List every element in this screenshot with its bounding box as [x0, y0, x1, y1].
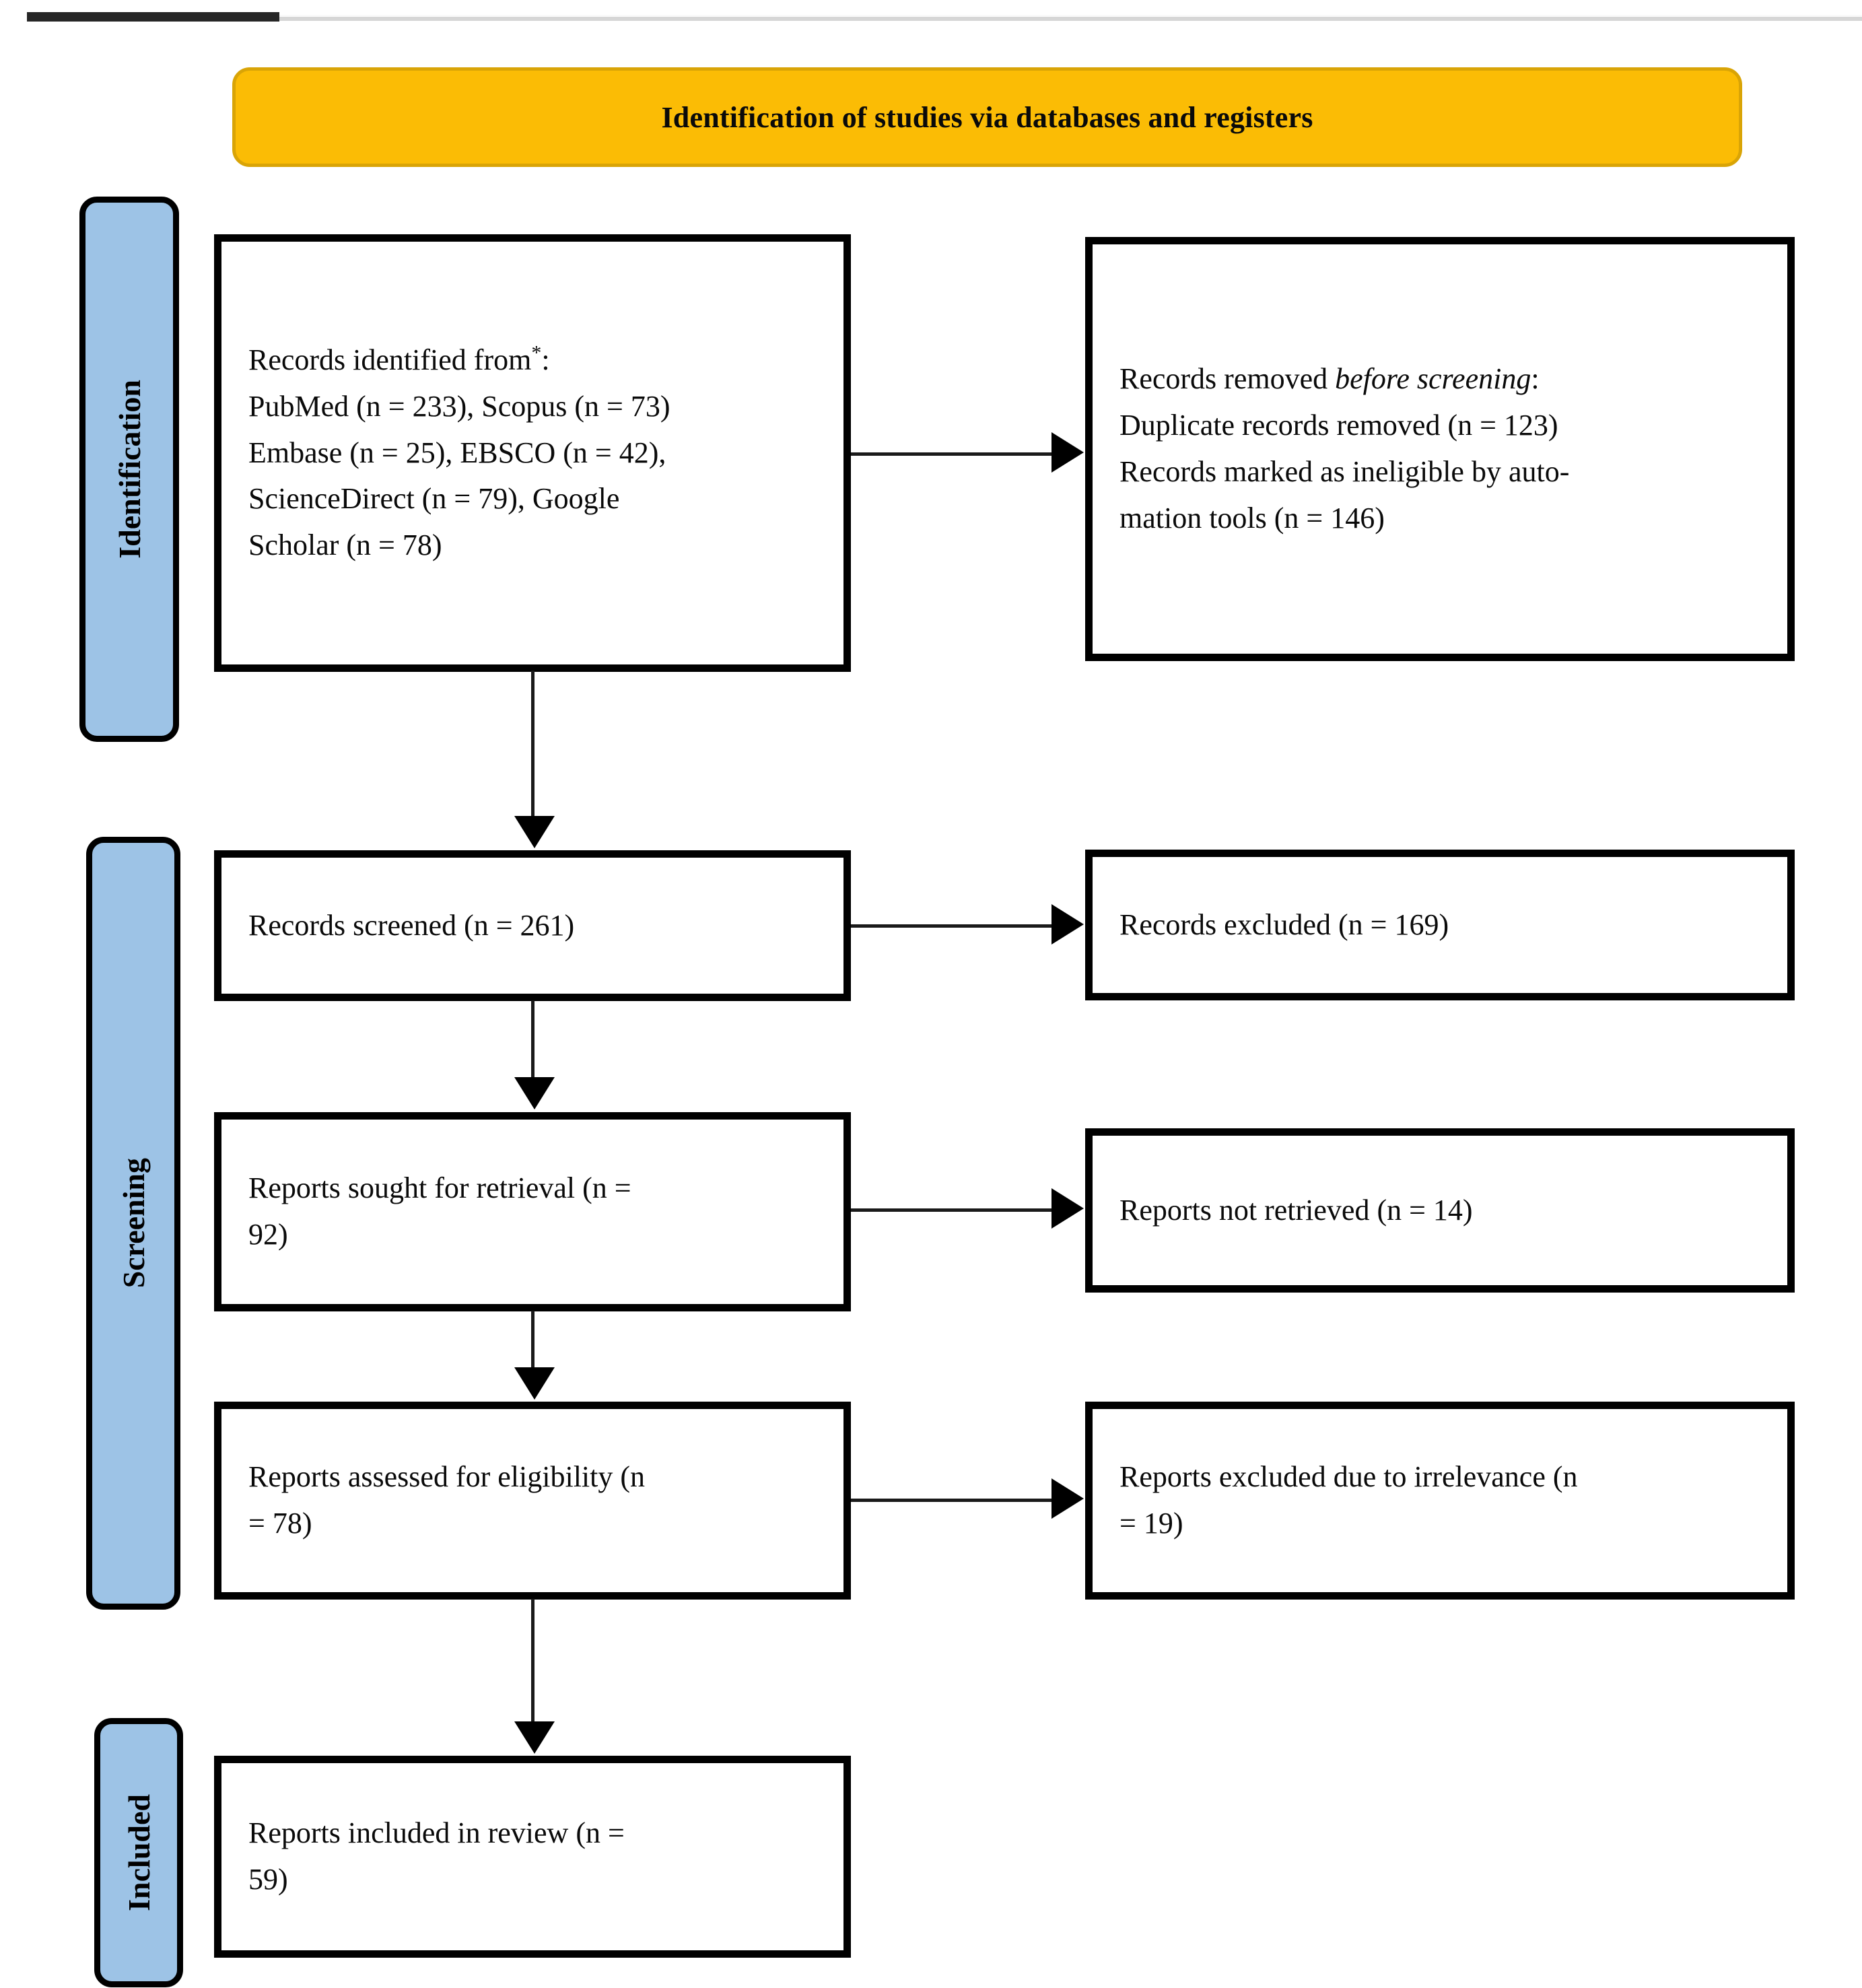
- connector-identified-to-screened: [531, 671, 535, 819]
- connector-sought-to-not-retrieved: [851, 1208, 1053, 1212]
- arrow-right-icon: [1051, 904, 1084, 945]
- records-identified-line-3: Embase (n = 25), EBSCO (n = 42),: [248, 436, 666, 469]
- records-removed-line-3: Records marked as ineligible by auto-: [1119, 455, 1570, 488]
- reports-included-line-2: 59): [248, 1863, 288, 1896]
- arrow-down-icon: [514, 1367, 555, 1400]
- reports-not-retrieved-line-1: Reports not retrieved (n = 14): [1119, 1193, 1473, 1227]
- box-reports-sought: Reports sought for retrieval (n = 92): [214, 1112, 851, 1311]
- connector-assessed-to-irrelevance: [851, 1499, 1053, 1502]
- records-identified-line-2: PubMed (n = 233), Scopus (n = 73): [248, 389, 670, 423]
- records-screened-line-1: Records screened (n = 261): [248, 908, 575, 942]
- arrow-down-icon: [514, 816, 555, 848]
- box-reports-excluded-irrelevance: Reports excluded due to irrelevance (n =…: [1085, 1402, 1795, 1600]
- box-records-excluded: Records excluded (n = 169): [1085, 850, 1795, 1000]
- header-rule-light: [27, 15, 1862, 21]
- records-removed-line-2: Duplicate records removed (n = 123): [1119, 409, 1558, 442]
- records-excluded-line-1: Records excluded (n = 169): [1119, 907, 1449, 941]
- reports-irrelevance-line-1: Reports excluded due to irrelevance (n: [1119, 1460, 1578, 1494]
- box-records-identified: Records identified from*: PubMed (n = 23…: [214, 234, 851, 672]
- identification-banner: Identification of studies via databases …: [232, 67, 1742, 167]
- footnote-asterisk: *: [531, 341, 542, 364]
- arrow-right-icon: [1051, 1188, 1084, 1229]
- arrow-down-icon: [514, 1721, 555, 1754]
- stage-bar-screening: Screening: [86, 837, 180, 1610]
- arrow-right-icon: [1051, 1478, 1084, 1519]
- before-screening-emphasis: before screening: [1335, 362, 1531, 396]
- reports-sought-line-1: Reports sought for retrieval (n =: [248, 1171, 631, 1205]
- records-identified-line-4: ScienceDirect (n = 79), Google: [248, 482, 620, 516]
- reports-irrelevance-line-2: = 19): [1119, 1507, 1183, 1540]
- box-reports-included: Reports included in review (n = 59): [214, 1756, 851, 1958]
- records-removed-line-4: mation tools (n = 146): [1119, 501, 1385, 535]
- records-identified-heading: Records identified from*:: [248, 341, 550, 376]
- connector-assessed-to-included: [531, 1599, 535, 1724]
- box-records-removed: Records removed before screening: Duplic…: [1085, 237, 1795, 661]
- reports-assessed-line-1: Reports assessed for eligibility (n: [248, 1460, 646, 1494]
- reports-sought-line-2: 92): [248, 1218, 288, 1251]
- reports-included-line-1: Reports included in review (n =: [248, 1816, 625, 1850]
- stage-label-screening: Screening: [116, 1158, 151, 1289]
- stage-bar-included: Included: [94, 1718, 183, 1987]
- reports-assessed-line-2: = 78): [248, 1507, 312, 1540]
- box-reports-assessed: Reports assessed for eligibility (n = 78…: [214, 1402, 851, 1600]
- connector-screened-to-excluded: [851, 924, 1053, 928]
- connector-screened-to-sought: [531, 1000, 535, 1080]
- box-records-screened: Records screened (n = 261): [214, 850, 851, 1001]
- records-removed-heading: Records removed before screening:: [1119, 362, 1540, 396]
- header-rule-dark: [27, 12, 279, 22]
- box-reports-not-retrieved: Reports not retrieved (n = 14): [1085, 1128, 1795, 1293]
- stage-label-included: Included: [121, 1794, 156, 1911]
- records-identified-line-5: Scholar (n = 78): [248, 528, 442, 562]
- arrow-down-icon: [514, 1077, 555, 1109]
- connector-sought-to-assessed: [531, 1311, 535, 1370]
- connector-identified-to-removed: [851, 452, 1053, 456]
- banner-title: Identification of studies via databases …: [661, 100, 1313, 134]
- arrow-right-icon: [1051, 432, 1084, 473]
- stage-bar-identification: Identification: [79, 197, 179, 742]
- stage-label-identification: Identification: [112, 380, 147, 559]
